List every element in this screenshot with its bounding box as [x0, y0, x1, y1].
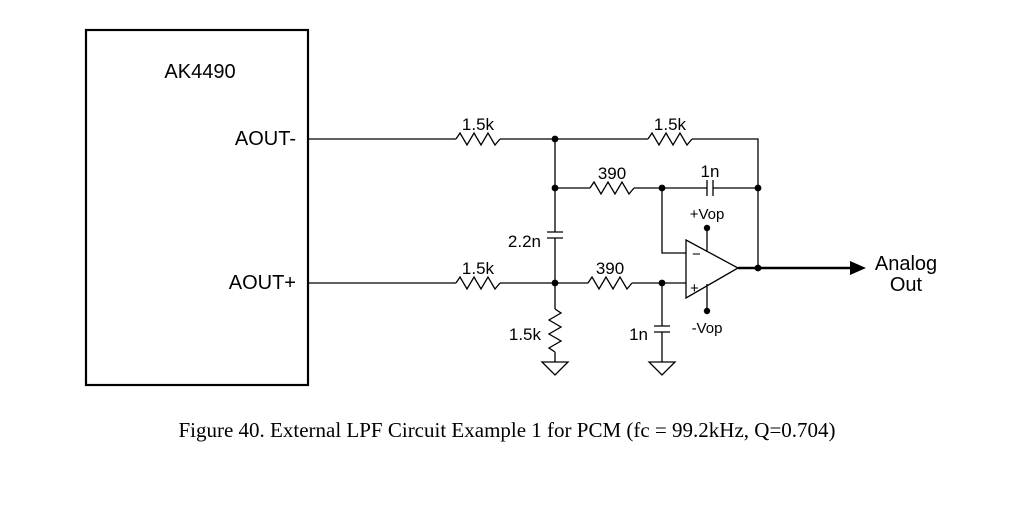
- capacitor-c-shunt: [654, 325, 670, 333]
- junction-bottom-node: [551, 279, 559, 287]
- label-r-390-top: 390: [598, 164, 626, 183]
- resistor-r-shunt: [547, 308, 563, 353]
- output-arrow: [850, 261, 866, 275]
- label-r-in-neg: 1.5k: [462, 115, 495, 134]
- chip-block: [84, 28, 310, 387]
- junction-inverting-node: [658, 184, 666, 192]
- lpf-circuit-diagram: AK4490 AOUT- AOUT+ 1.5k 1.5k 2.2n 390 1n…: [84, 28, 937, 387]
- label-r-feedback: 1.5k: [654, 115, 687, 134]
- resistor-r-feedback: [647, 131, 693, 147]
- junction-top-node: [551, 135, 559, 143]
- label-vpos: +Vop: [690, 206, 725, 223]
- opamp-plus-sign: +: [690, 280, 699, 297]
- label-vneg: -Vop: [692, 320, 723, 337]
- resistor-r-in-pos: [455, 275, 501, 291]
- ground-symbol-1: [540, 361, 570, 376]
- wire-top-2: [692, 138, 759, 268]
- wire-inverting-input: [661, 188, 686, 254]
- junction-feedback-node: [754, 184, 762, 192]
- resistor-r-390-bottom: [587, 275, 633, 291]
- vpos-terminal: [703, 224, 711, 232]
- figure-caption: Figure 40. External LPF Circuit Example …: [178, 418, 836, 442]
- pin-aout-neg-label: AOUT-: [235, 128, 296, 150]
- resistor-r-in-neg: [455, 131, 501, 147]
- label-c-feedback: 1n: [701, 162, 720, 181]
- output-label-line2: Out: [890, 274, 923, 296]
- opamp-minus-sign: −: [692, 246, 701, 263]
- vneg-terminal: [703, 307, 711, 315]
- capacitor-c-feedback: [706, 180, 714, 196]
- opamp-triangle: [685, 238, 740, 300]
- label-r-in-pos: 1.5k: [462, 259, 495, 278]
- label-c-bridge: 2.2n: [508, 232, 541, 251]
- junction-output-node: [754, 264, 762, 272]
- pin-aout-pos-label: AOUT+: [229, 272, 296, 294]
- label-c-shunt: 1n: [629, 325, 648, 344]
- junction-row2-node: [551, 184, 559, 192]
- chip-name: AK4490: [164, 61, 235, 83]
- label-r-shunt: 1.5k: [509, 325, 542, 344]
- resistor-r-390-top: [589, 180, 635, 196]
- ground-symbol-2: [647, 361, 677, 376]
- junction-noninverting-node: [658, 279, 666, 287]
- capacitor-c-bridge: [547, 231, 563, 239]
- output-label-line1: Analog: [875, 253, 937, 275]
- label-r-390-bottom: 390: [596, 259, 624, 278]
